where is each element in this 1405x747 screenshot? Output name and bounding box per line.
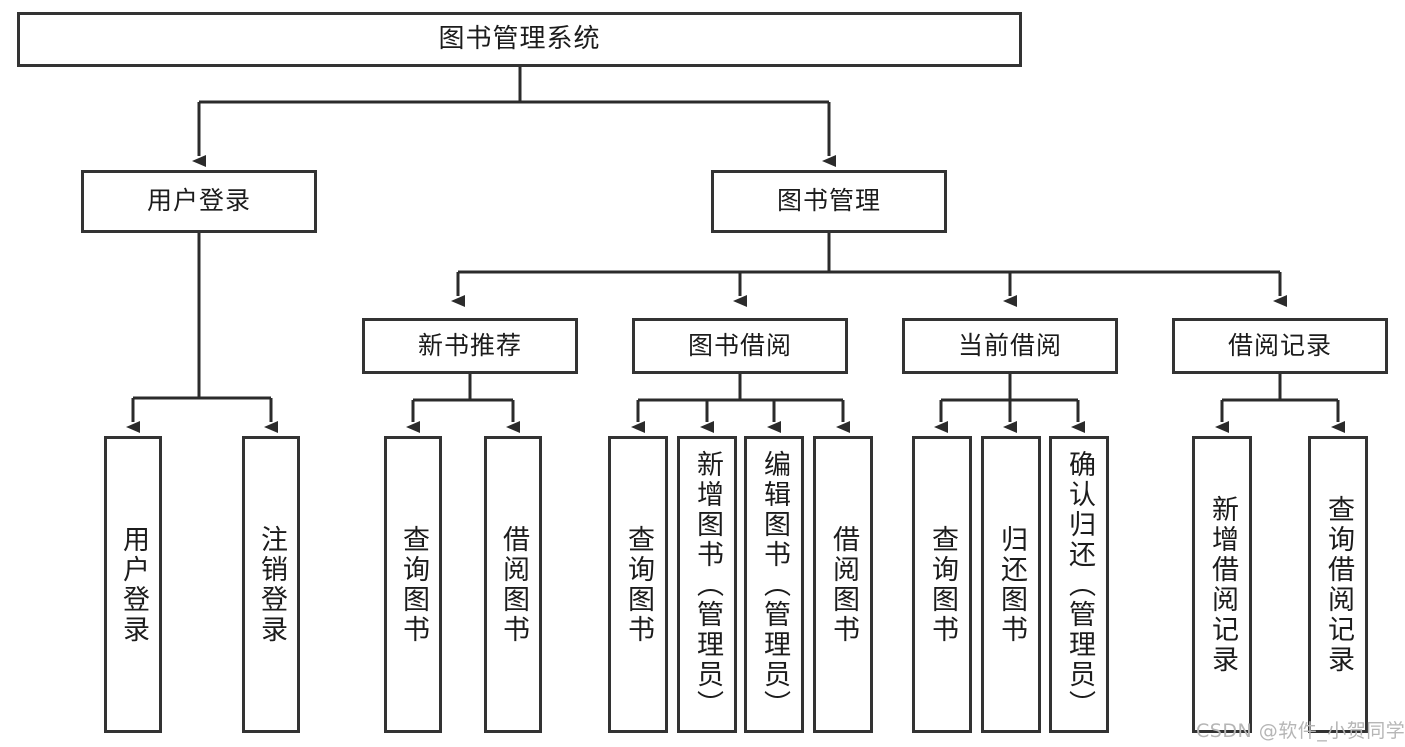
leaf-confirm-return-admin[interactable]: 确认归还（管理员） (1049, 436, 1109, 733)
leaf-return-book[interactable]: 归还图书 (981, 436, 1041, 733)
node-label: 查询图书 (623, 524, 655, 645)
node-label: 查询图书 (927, 524, 959, 645)
node-new-book-recommend[interactable]: 新书推荐 (362, 318, 578, 374)
node-label: 归还图书 (996, 524, 1028, 645)
leaf-edit-book-admin[interactable]: 编辑图书（管理员） (744, 436, 804, 733)
node-root-system[interactable]: 图书管理系统 (17, 12, 1022, 67)
leaf-query-borrow-record[interactable]: 查询借阅记录 (1308, 436, 1368, 733)
node-label: 借阅图书 (828, 524, 860, 645)
node-label: 查询借阅记录 (1323, 494, 1355, 675)
leaf-logout[interactable]: 注销登录 (242, 436, 300, 733)
node-label: 注销登录 (256, 524, 288, 645)
node-label: 确认归还（管理员） (1064, 449, 1096, 720)
node-label: 图书管理系统 (438, 23, 601, 54)
node-label: 用户登录 (146, 186, 251, 216)
node-label: 当前借阅 (957, 330, 1062, 360)
leaf-borrow-book[interactable]: 借阅图书 (813, 436, 873, 733)
node-current-borrow[interactable]: 当前借阅 (902, 318, 1118, 374)
node-label: 图书管理 (776, 186, 881, 216)
node-label: 新增图书（管理员） (692, 449, 724, 720)
node-label: 查询图书 (398, 524, 430, 645)
leaf-query-book-recommend[interactable]: 查询图书 (384, 436, 442, 733)
node-borrow-record[interactable]: 借阅记录 (1172, 318, 1388, 374)
node-label: 用户登录 (118, 524, 150, 645)
node-label: 借阅记录 (1227, 330, 1332, 360)
csdn-watermark: CSDN @软件_小贺同学 (1196, 720, 1405, 742)
node-label: 新增借阅记录 (1207, 494, 1239, 675)
leaf-borrow-book-recommend[interactable]: 借阅图书 (484, 436, 542, 733)
node-user-login[interactable]: 用户登录 (81, 170, 317, 233)
leaf-add-book-admin[interactable]: 新增图书（管理员） (677, 436, 737, 733)
node-label: 新书推荐 (417, 330, 522, 360)
node-book-borrow[interactable]: 图书借阅 (632, 318, 848, 374)
leaf-query-book-borrow[interactable]: 查询图书 (608, 436, 668, 733)
node-label: 借阅图书 (498, 524, 530, 645)
node-label: 图书借阅 (687, 330, 792, 360)
node-book-management[interactable]: 图书管理 (711, 170, 947, 233)
node-label: 编辑图书（管理员） (759, 449, 791, 720)
leaf-query-book-current[interactable]: 查询图书 (912, 436, 972, 733)
leaf-add-borrow-record[interactable]: 新增借阅记录 (1192, 436, 1252, 733)
leaf-user-login[interactable]: 用户登录 (104, 436, 162, 733)
